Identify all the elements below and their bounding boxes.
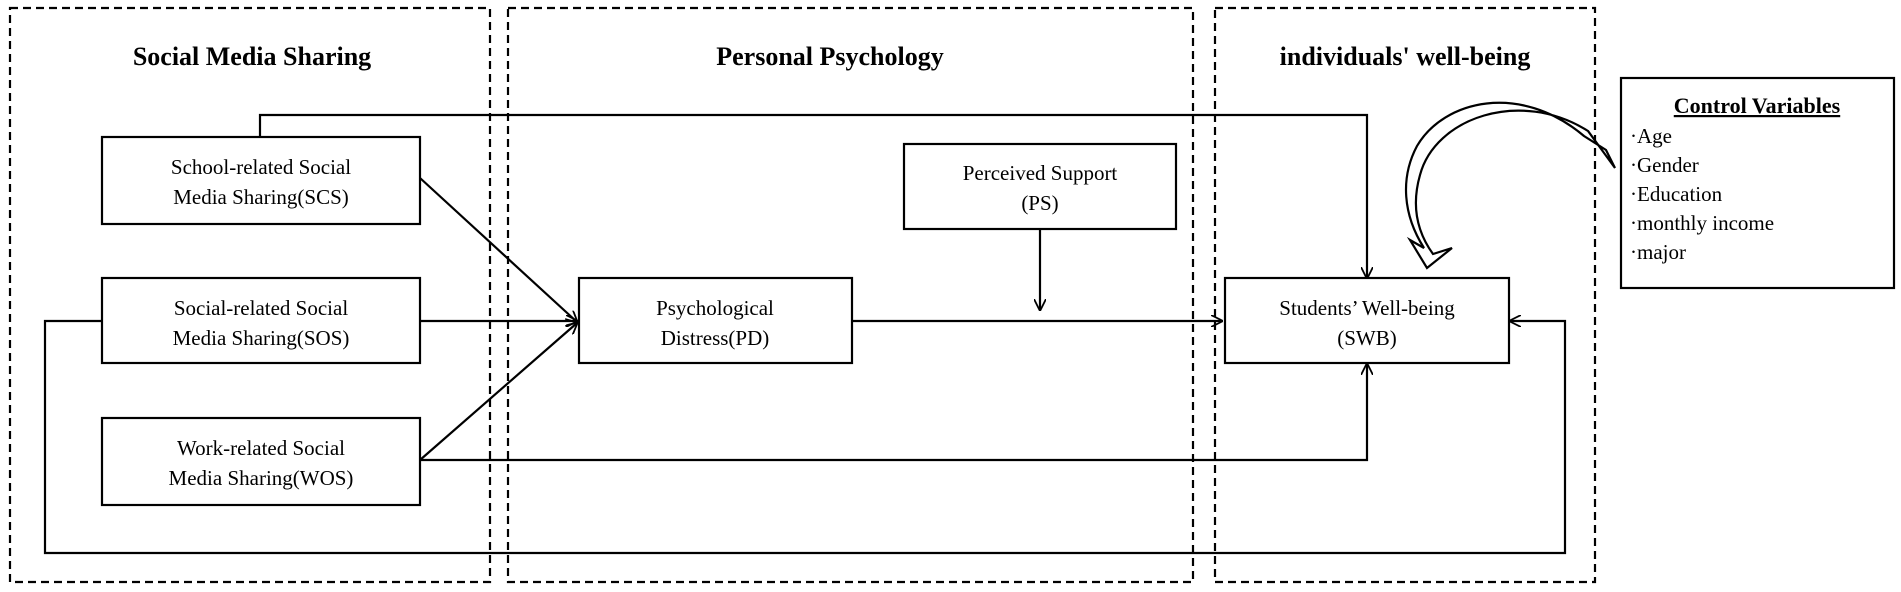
section-social-media-sharing <box>8 6 492 584</box>
box-wos <box>100 416 422 507</box>
swb-label-line1: Students’ Well-being <box>1279 296 1455 320</box>
scs-label-line1: School-related Social <box>171 155 351 179</box>
control-influence-arrow-icon <box>1404 101 1616 270</box>
scs-label-line2: Media Sharing(SCS) <box>173 185 349 209</box>
edge-scs-to-pd <box>419 177 577 322</box>
control-item-education: ·Education <box>1630 182 1723 206</box>
control-item-major: ·major <box>1630 240 1686 264</box>
box-swb <box>1223 276 1511 365</box>
control-variables-title: Control Variables <box>1674 93 1841 118</box>
ps-label-line1: Perceived Support <box>963 161 1118 185</box>
sos-label-line1: Social-related Social <box>174 296 349 320</box>
control-item-monthly-income: ·monthly income <box>1630 211 1774 235</box>
swb-label-line2: (SWB) <box>1337 326 1397 350</box>
control-item-age: ·Age <box>1630 124 1672 148</box>
box-ps <box>902 142 1178 231</box>
box-sos <box>100 276 422 365</box>
edge-scs-to-swb <box>258 113 1367 278</box>
section-well-being <box>1213 6 1597 584</box>
box-control-variables <box>1619 76 1896 290</box>
pd-label-line2: Distress(PD) <box>661 326 770 350</box>
section-title-social-media: Social Media Sharing <box>133 42 371 71</box>
wos-label-line1: Work-related Social <box>177 436 345 460</box>
sos-label-line2: Media Sharing(SOS) <box>173 326 350 350</box>
section-title-well-being: individuals' well-being <box>1280 42 1531 71</box>
pd-label-line1: Psychological <box>656 296 774 320</box>
edge-wos-to-pd <box>419 323 577 461</box>
section-title-personal-psychology: Personal Psychology <box>716 42 944 71</box>
box-scs <box>100 135 422 226</box>
edge-sos-to-swb <box>43 321 1567 555</box>
wos-label-line2: Media Sharing(WOS) <box>169 466 354 490</box>
edge-wos-to-swb <box>420 364 1367 462</box>
ps-label-line2: (PS) <box>1021 191 1058 215</box>
section-personal-psychology <box>506 6 1195 584</box>
control-item-gender: ·Gender <box>1630 153 1699 177</box>
box-pd <box>577 276 854 365</box>
